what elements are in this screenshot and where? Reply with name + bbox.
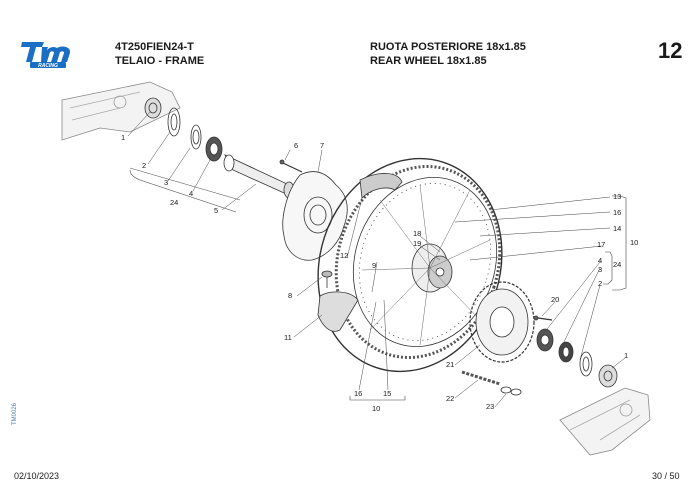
logo-sub-text: RACING	[38, 63, 58, 69]
callout-3-left: 3	[164, 178, 168, 187]
callout-10-right: 10	[630, 238, 638, 247]
callout-24-right: 24	[613, 260, 621, 269]
callout-14: 14	[613, 224, 621, 233]
model-code: 4T250FIEN24-T	[115, 41, 194, 53]
callout-1-left: 1	[121, 133, 125, 142]
callout-3-right: 3	[598, 265, 602, 274]
callout-15: 15	[383, 389, 391, 398]
callout-22: 22	[446, 394, 454, 403]
title-english: REAR WHEEL 18x1.85	[370, 55, 487, 67]
callout-5: 5	[214, 206, 218, 215]
callout-4-right: 4	[598, 256, 602, 265]
section-name: TELAIO - FRAME	[115, 55, 205, 67]
callout-23: 23	[486, 402, 494, 411]
callout-11: 11	[284, 333, 292, 342]
callout-4-left: 4	[189, 189, 193, 198]
callout-2-right: 2	[598, 279, 602, 288]
callout-16-bottom: 16	[354, 389, 362, 398]
callout-19: 19	[413, 239, 421, 248]
callout-17: 17	[597, 240, 605, 249]
callout-2-left: 2	[142, 161, 146, 170]
document-date: 02/10/2023	[14, 471, 60, 481]
document-code: TM0026	[12, 402, 18, 425]
page-number: 12	[658, 38, 683, 63]
callout-10-bottom: 10	[372, 404, 380, 413]
callout-7: 7	[320, 141, 324, 150]
callout-20: 20	[551, 295, 559, 304]
callout-21: 21	[446, 360, 454, 369]
title-italian: RUOTA POSTERIORE 18x1.85	[370, 41, 526, 53]
callout-1-right: 1	[624, 351, 628, 360]
tm-racing-logo: RACING	[18, 38, 78, 70]
callout-8: 8	[288, 291, 292, 300]
callout-9: 9	[372, 261, 376, 270]
callout-16-right: 16	[613, 208, 621, 217]
callout-24-left: 24	[170, 198, 178, 207]
callout-12: 12	[340, 251, 348, 260]
page-counter: 30 / 50	[652, 471, 680, 481]
callout-13: 13	[613, 192, 621, 201]
callout-18: 18	[413, 229, 421, 238]
callout-6: 6	[294, 141, 298, 150]
